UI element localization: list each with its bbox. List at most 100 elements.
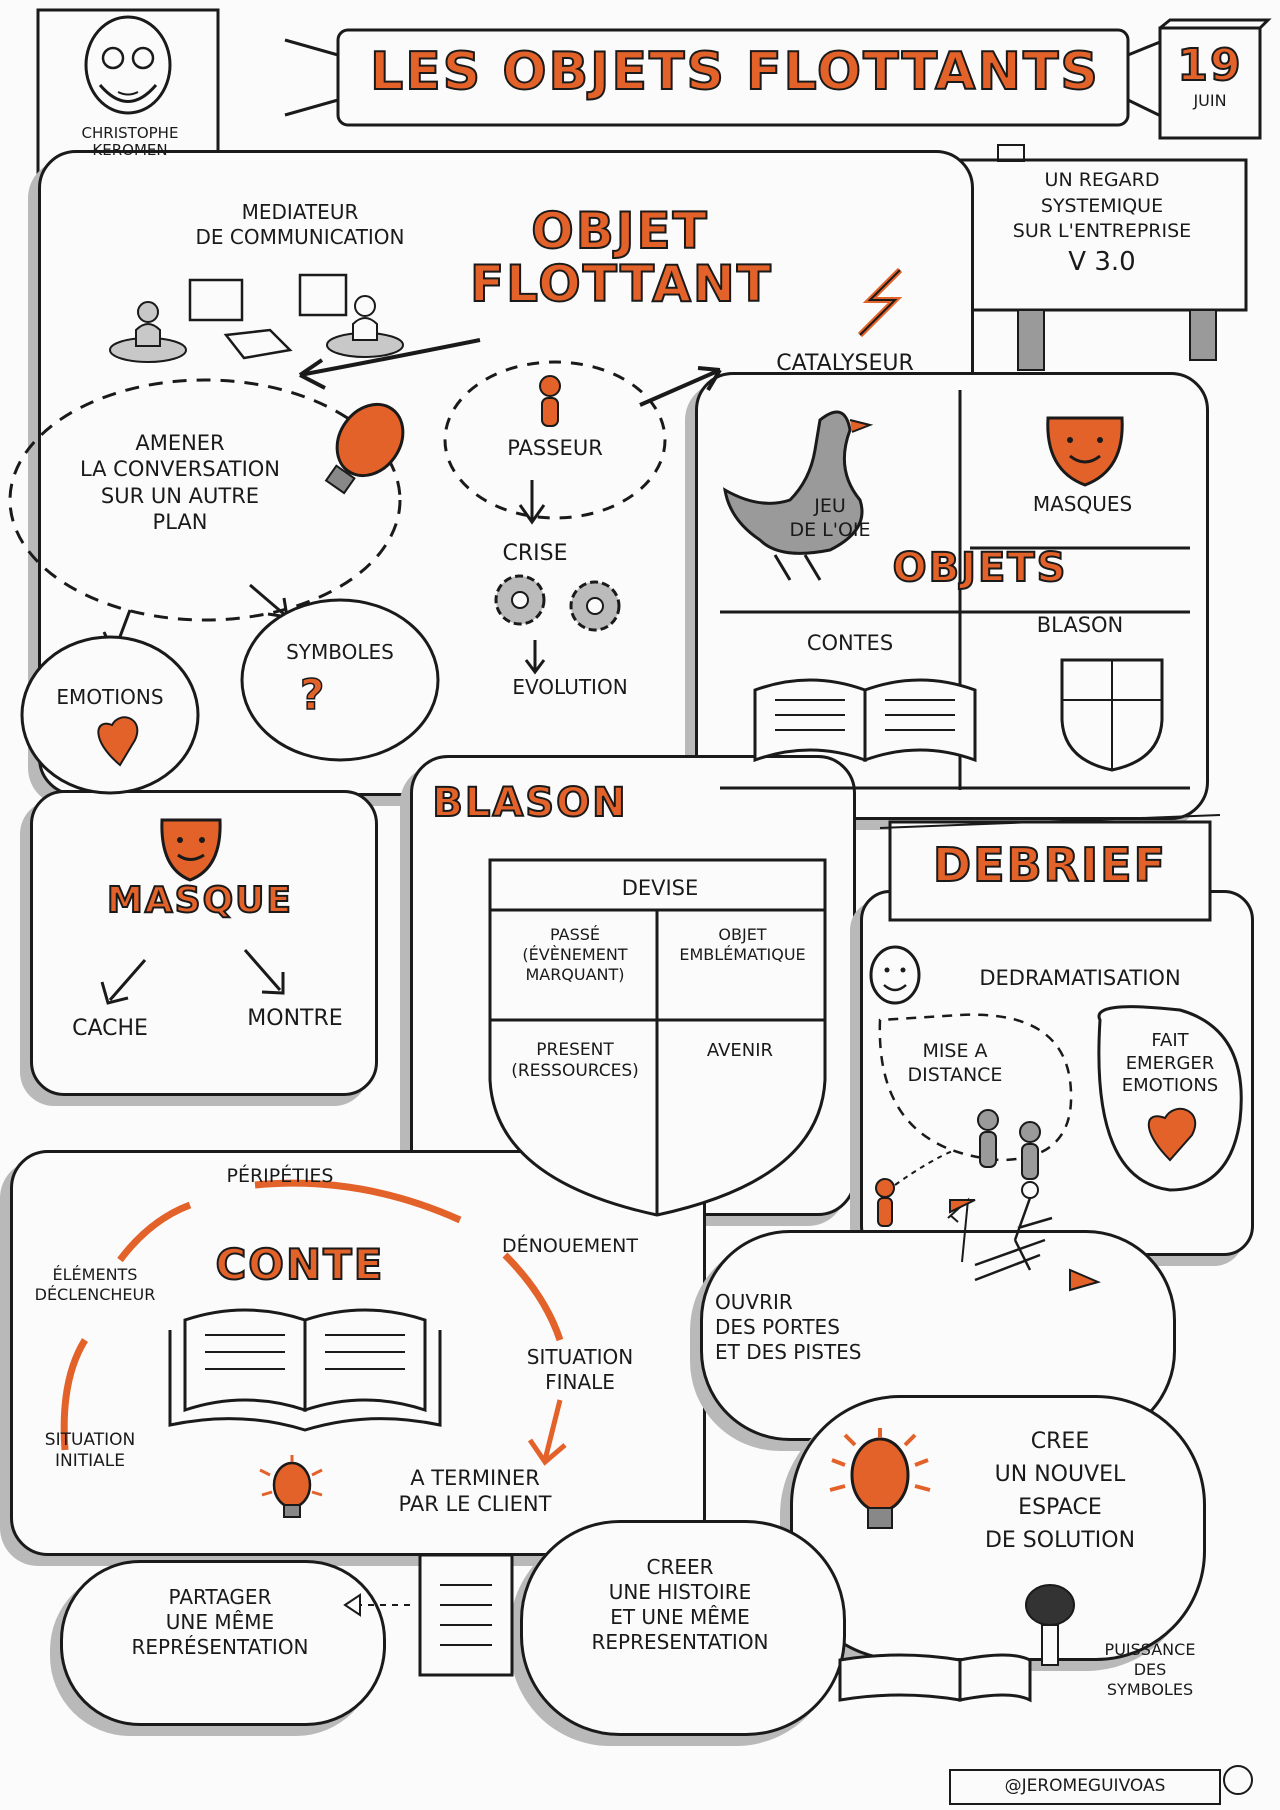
distance-people-icon [875,1109,1041,1227]
emotions-label: EMOTIONS [56,685,164,709]
gears-icon [494,574,621,632]
panel-creer-histoire [520,1520,846,1736]
situation-initiale-label: SITUATION INITIALE [15,1430,165,1473]
evolution-label: EVOLUTION [512,675,628,699]
peripeties-label: PÉRIPÉTIES [226,1165,334,1187]
elements-line1: ÉLÉMENTS [52,1265,138,1284]
date-day: 19 [1176,39,1243,92]
masque-title: MASQUE [106,879,294,922]
signpost-version: V 3.0 [1068,246,1136,277]
creer-espace-line3: ESPACE [1018,1495,1102,1520]
terminer-label: A TERMINER PAR LE CLIENT [330,1465,620,1518]
conte-book-icon [168,1308,442,1432]
passe-line2: (ÉVÈNEMENT [522,945,628,964]
creer-espace-line4: DE SOLUTION [984,1528,1136,1553]
symboles-label: SYMBOLES [286,640,394,664]
partager-label: PARTAGER UNE MÊME REPRÉSENTATION [80,1585,360,1660]
speaker-name-line2: KEROMEN [92,141,168,160]
cache-label: CACHE [72,1016,148,1041]
initiale-line1: SITUATION [44,1430,136,1450]
goose-icon [722,410,874,581]
partager-line2: UNE MÊME [165,1610,275,1634]
mediateur-line1: MEDIATEUR [241,200,359,224]
heart-icon [97,716,139,767]
amener-line1: AMENER [135,431,225,455]
debrief-title: DEBRIEF [932,837,1168,893]
crise-label: CRISE [502,541,568,566]
objet-line2: EMBLÉMATIQUE [679,945,806,964]
ouvrir-line3: ET DES PISTES [715,1340,862,1364]
creer-espace-line1: CREE [1030,1429,1090,1454]
present-label: PRESENT (RESSOURCES) [500,1040,650,1083]
contes-label: CONTES [806,631,894,655]
masque-face-icon [160,818,222,882]
fait-line2: EMERGER [1125,1052,1215,1074]
avenir-label: AVENIR [706,1040,774,1061]
elements-label: ÉLÉMENTS DÉCLENCHEUR [15,1265,175,1305]
dedramatisation-label: DEDRAMATISATION [979,966,1181,990]
mediateur-line2: DE COMMUNICATION [195,225,405,249]
mask-icon [1046,416,1124,487]
speaker-name: CHRISTOPHE KEROMEN [60,124,200,160]
amener-line2: LA CONVERSATION [79,457,281,482]
passeur-person-icon [539,375,561,427]
fait-line1: FAIT [1151,1030,1189,1051]
objet-flottant-title-line2: FLOTTANT [469,254,773,313]
creer-histoire-line1: CREER [646,1555,714,1579]
elements-line2: DÉCLENCHEUR [34,1285,156,1304]
speaker-face-icon [84,15,172,115]
ouvrir-line1: OUVRIR [715,1290,793,1314]
jeu-line2: DE L'OIE [789,518,871,541]
creer-histoire-line4: REPRESENTATION [591,1630,769,1654]
dark-bulb-icon [1025,1584,1075,1626]
emotion-heart-icon [1147,1107,1196,1162]
masques-label: MASQUES [1032,492,1133,516]
terminer-line2: PAR LE CLIENT [398,1492,552,1517]
ouvrir-line2: DES PORTES [715,1315,840,1339]
objet-flottant-title: OBJET FLOTTANT [469,204,773,313]
creer-histoire-label: CREER UNE HISTOIRE ET UNE MÊME REPRESENT… [540,1555,820,1655]
blason-title: BLASON [431,779,628,827]
montre-label: MONTRE [247,1006,343,1031]
partager-line3: REPRÉSENTATION [131,1635,309,1659]
objets-blason-label: BLASON [1036,613,1124,637]
puissance-label: PUISSANCE DES SYMBOLES [1070,1640,1230,1700]
objet-line1: OBJET [718,925,767,944]
ouvrir-label: OUVRIR DES PORTES ET DES PISTES [715,1290,945,1365]
partager-line1: PARTAGER [168,1585,272,1609]
terminer-line1: A TERMINER [410,1466,540,1490]
smiley-face-icon [869,945,921,1005]
initiale-line2: INITIALE [55,1451,125,1472]
puissance-line3: SYMBOLES [1106,1680,1194,1699]
book-icon [753,678,977,763]
creer-espace-label: CREE UN NOUVEL ESPACE DE SOLUTION [935,1425,1185,1557]
solution-bulb-icon [829,1428,931,1529]
amener-line3: SUR UN AUTRE [100,483,260,508]
objet-emblematique-label: OBJET EMBLÉMATIQUE [660,925,825,965]
date-calendar: 19 JUIN [1160,39,1260,110]
creer-histoire-line3: ET UNE MÊME [610,1605,750,1629]
panel-partager [60,1560,386,1726]
lightbulb-icon [324,402,405,495]
present-line2: (RESSOURCES) [511,1061,639,1082]
devise-label: DEVISE [621,876,699,900]
puissance-line1: PUISSANCE [1104,1640,1196,1659]
date-month: JUIN [1193,91,1227,110]
signpost-line3: SUR L'ENTREPRISE [1012,220,1192,243]
puissance-line2: DES [1133,1660,1167,1679]
jeu-line1: JEU [814,495,846,517]
mise-line1: MISE A [922,1040,988,1062]
passe-line1: PASSÉ [550,925,600,944]
passeur-label: PASSEUR [507,436,603,460]
page-title: LES OBJETS FLOTTANTS [369,41,1100,103]
panel-creer-espace [790,1395,1206,1661]
mediateur-people-icon [109,273,404,363]
mediateur-label: MEDIATEUR DE COMMUNICATION [140,200,460,250]
amener-line4: PLAN [152,509,208,534]
finale-line1: SITUATION [526,1345,634,1369]
fait-emerger-label: FAIT EMERGER EMOTIONS [1100,1030,1240,1098]
mise-distance-label: MISE A DISTANCE [870,1040,1040,1088]
skier-icon [947,1181,1101,1292]
